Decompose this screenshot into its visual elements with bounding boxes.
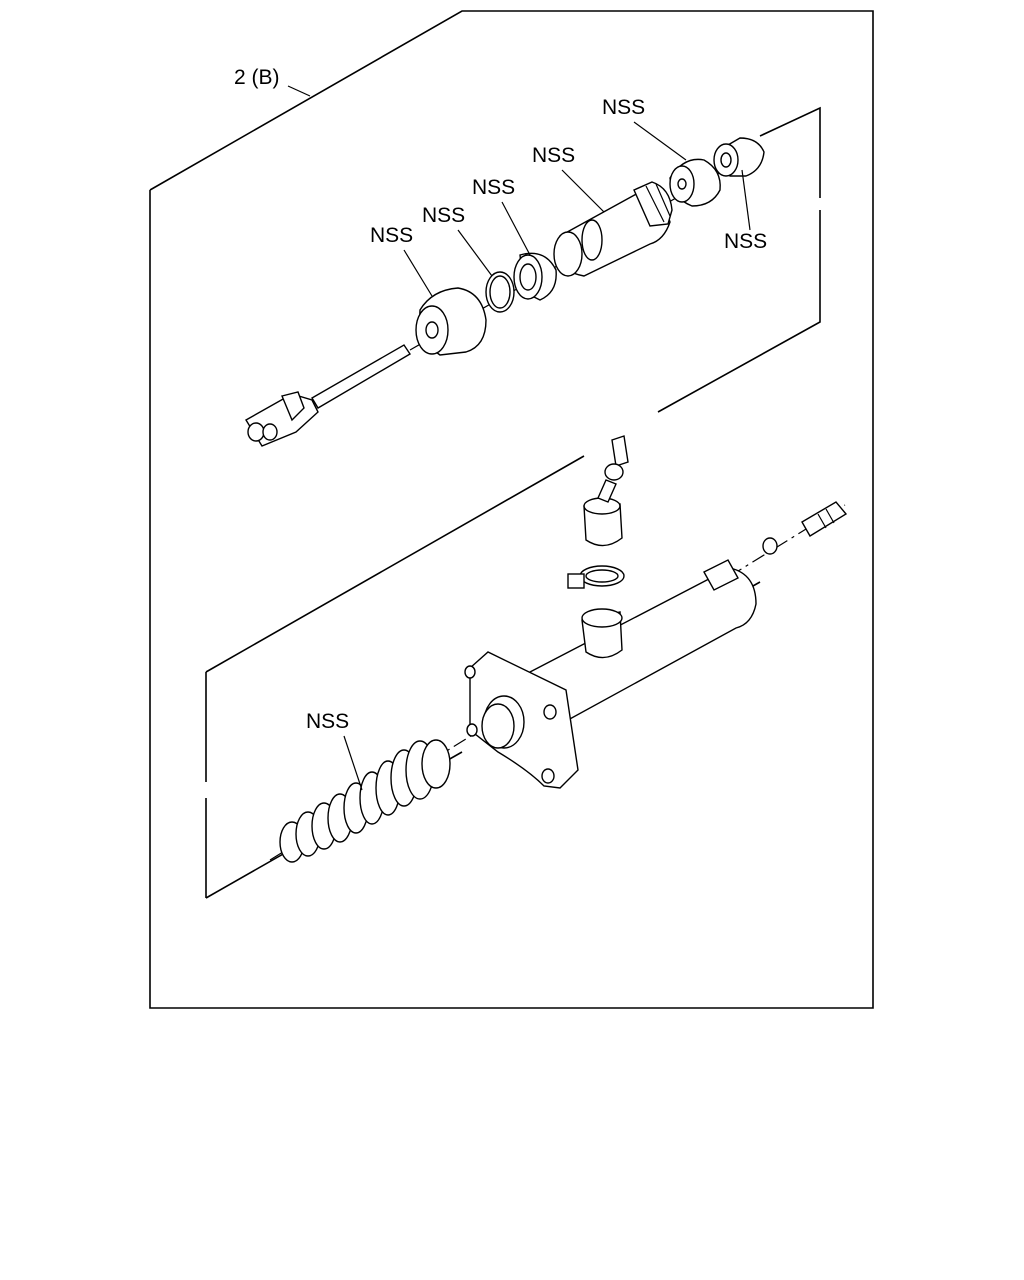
union-bolt <box>604 435 629 481</box>
spring <box>279 739 451 863</box>
assembly-label: 2 (B) <box>234 66 280 89</box>
cylinder-body <box>464 559 757 789</box>
leader-cup <box>633 121 687 161</box>
cup <box>669 158 721 207</box>
callout-end-cap: NSS <box>724 230 767 253</box>
leader-boot <box>403 249 433 297</box>
callout-cup: NSS <box>602 96 645 119</box>
callout-seal-ring: NSS <box>472 176 515 199</box>
callout-boot: NSS <box>370 224 413 247</box>
leader-spring <box>343 735 363 791</box>
callout-snap-ring: NSS <box>422 204 465 227</box>
push-rod <box>245 344 411 447</box>
hose-clamp <box>567 565 625 589</box>
callout-spring: NSS <box>306 710 349 733</box>
hose-connector <box>583 479 623 547</box>
leader-snap-ring <box>457 229 493 277</box>
bleeder-screw <box>762 501 848 555</box>
end-cap <box>713 137 765 177</box>
leader-end-cap <box>741 169 751 231</box>
assembly-frame <box>149 10 874 1009</box>
seal-ring <box>513 252 557 301</box>
leader-seal-ring <box>501 201 531 256</box>
assembly-label-leader <box>287 85 311 97</box>
leader-piston <box>561 169 605 213</box>
snap-ring <box>485 271 515 313</box>
boot <box>415 287 487 356</box>
piston <box>553 181 673 277</box>
piston-kit-frame <box>205 106 821 899</box>
callout-piston: NSS <box>532 144 575 167</box>
